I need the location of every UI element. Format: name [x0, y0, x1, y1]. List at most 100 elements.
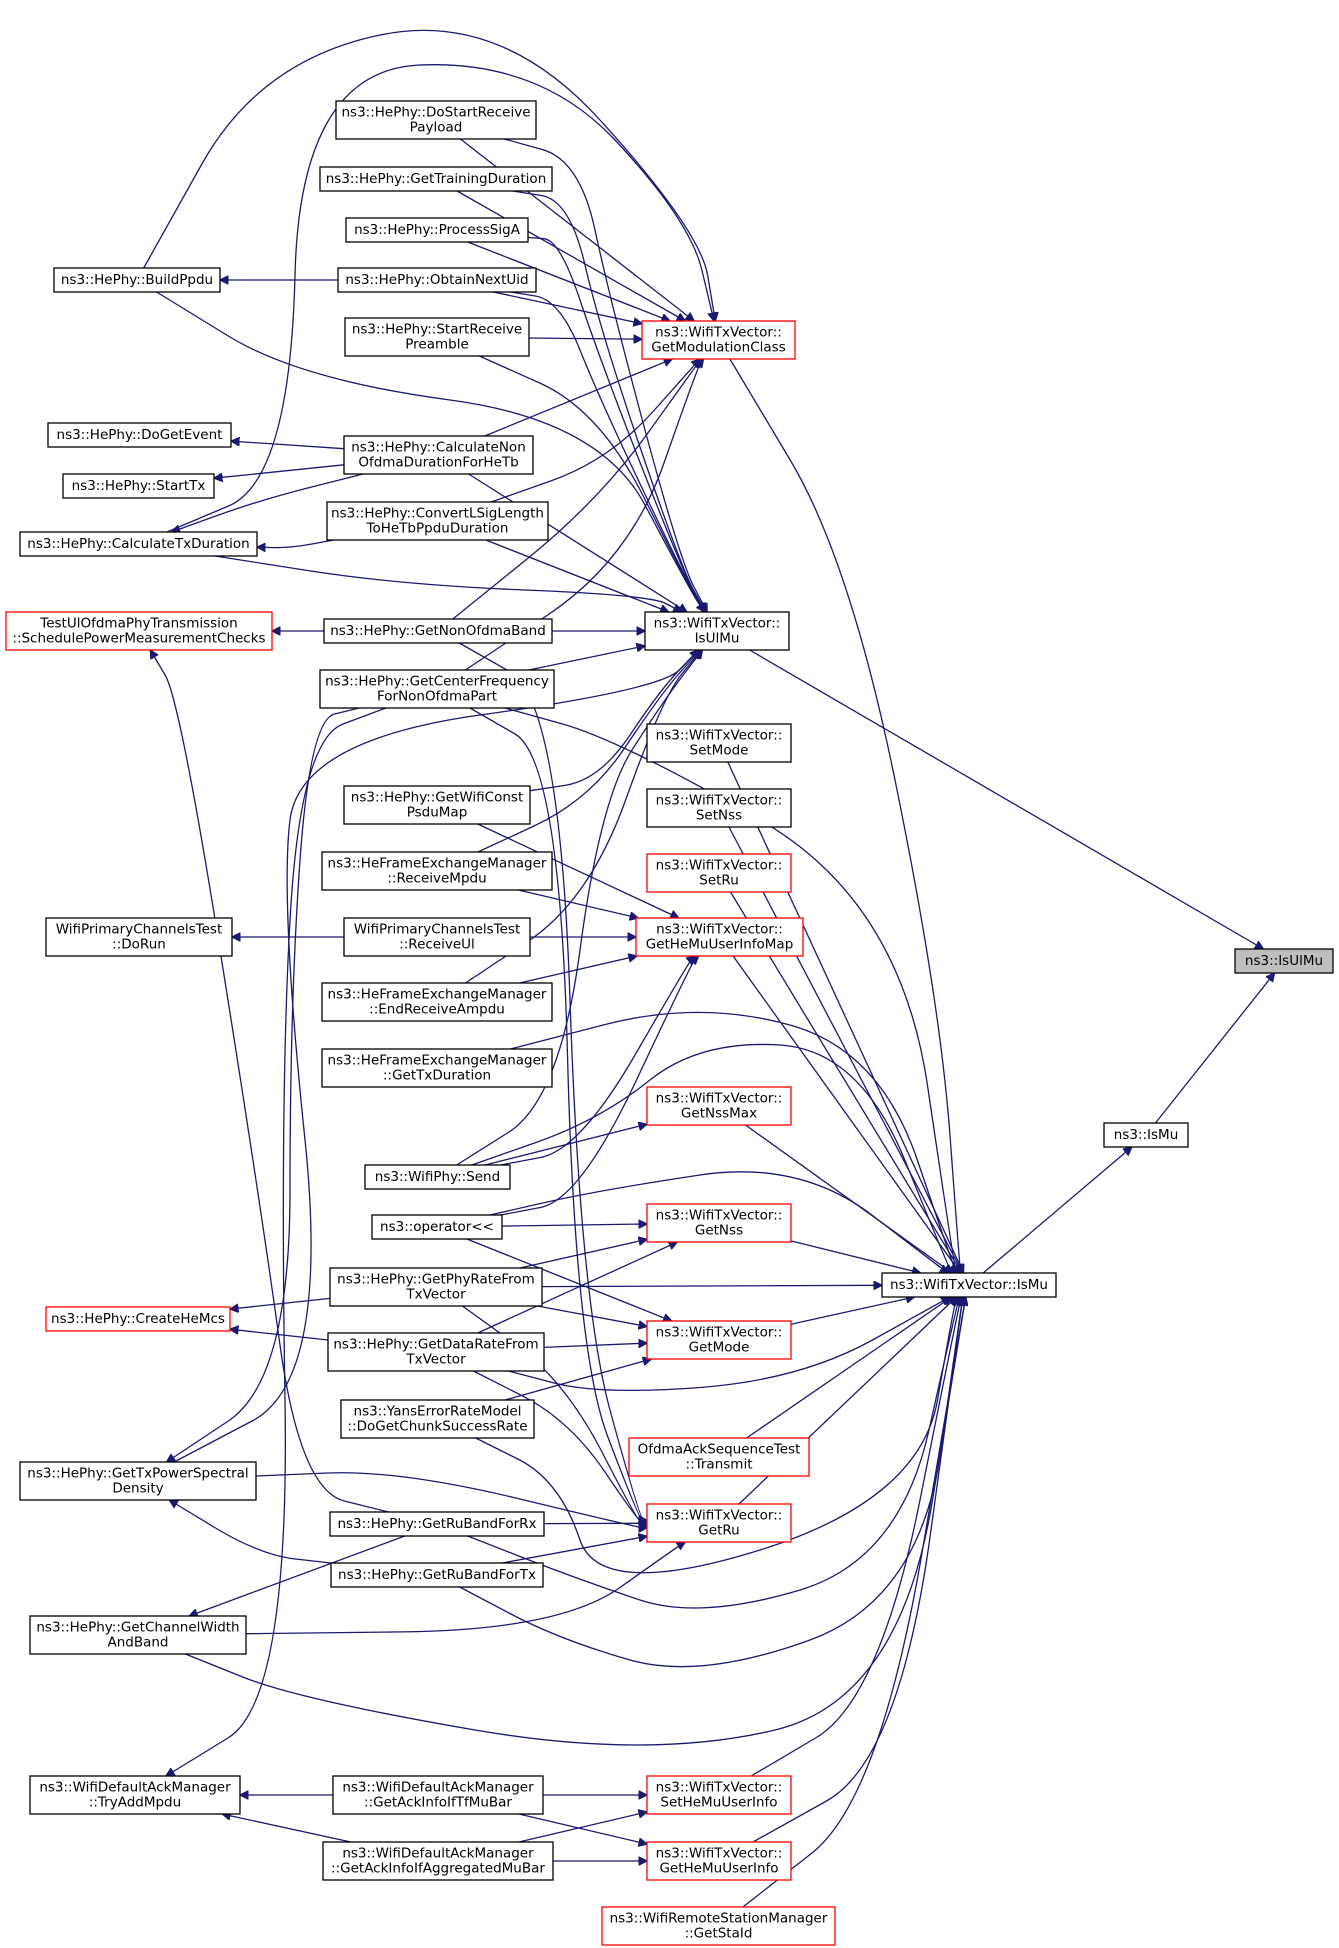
edge-wifiphy_send-to-wtv_ismu: [471, 1043, 953, 1273]
node-hefem-gettxduration[interactable]: ns3::HeFrameExchangeManager::GetTxDurati…: [321, 1048, 553, 1088]
node-wtv-getmode[interactable]: ns3::WifiTxVector::GetMode: [646, 1320, 792, 1360]
node-wrsm-getstaid[interactable]: ns3::WifiRemoteStationManager::GetStaId: [601, 1906, 836, 1946]
node-wdam-getackinfotfmubar[interactable]: ns3::WifiDefaultAckManager::GetAckInfoIf…: [332, 1775, 544, 1815]
node-label: ns3::WifiRemoteStationManager: [610, 1911, 828, 1927]
node-wtv-getnssmax[interactable]: ns3::WifiTxVector::GetNssMax: [646, 1086, 792, 1126]
edge-hephy_getchannelwidth-to-wtv_ismu: [185, 1297, 965, 1746]
node-yans-dogetchunk[interactable]: ns3::YansErrorRateModel::DoGetChunkSucce…: [340, 1399, 535, 1439]
node-wtv-setmode[interactable]: ns3::WifiTxVector::SetMode: [646, 723, 792, 763]
edge-hephy_getcenterfreq-to-wdam_tryaddmpdu: [166, 707, 387, 1776]
edge-wtv_sethemuuserinfo-to-wtv_ismu: [750, 1297, 962, 1777]
node-hephy-getcenterfreq[interactable]: ns3::HePhy::GetCenterFrequencyForNonOfdm…: [319, 669, 555, 709]
node-box: [644, 611, 790, 651]
node-label: ns3::WifiPhy::Send: [375, 1169, 500, 1185]
node-wtv-gethemuuserinfomap[interactable]: ns3::WifiTxVector::GetHeMuUserInfoMap: [635, 917, 804, 957]
node-hephy-calcnonofdma[interactable]: ns3::HePhy::CalculateNonOfdmaDurationFor…: [343, 435, 534, 475]
node-hephy-buildppdu[interactable]: ns3::HePhy::BuildPpdu: [53, 267, 221, 293]
node-label: ::GetAckInfoIfTfMuBar: [364, 1795, 512, 1811]
node-hephy-createhemcs[interactable]: ns3::HePhy::CreateHeMcs: [45, 1306, 231, 1332]
node-operator-ll[interactable]: ns3::operator<<: [371, 1214, 503, 1240]
node-label: GetMode: [689, 1340, 750, 1356]
node-box: [47, 422, 232, 448]
node-wtv-ismu[interactable]: ns3::WifiTxVector::IsMu: [881, 1272, 1057, 1298]
node-isulmu-free[interactable]: ns3::IsUlMu: [1234, 948, 1334, 974]
node-box: [19, 531, 258, 557]
node-hefem-receivempdu[interactable]: ns3::HeFrameExchangeManager::ReceiveMpdu: [321, 851, 553, 891]
edge-hephy_buildppdu-to-wtv_getmodclass: [143, 29, 716, 321]
node-label: ns3::HePhy::DoStartReceive: [341, 105, 530, 121]
node-label: GetNssMax: [681, 1106, 757, 1122]
node-wtv-setru[interactable]: ns3::WifiTxVector::SetRu: [646, 853, 792, 893]
node-label: SetNss: [696, 808, 742, 824]
edge-hephy_getdatarate-to-wtv_ismu: [508, 1297, 950, 1392]
node-box: [53, 267, 221, 293]
node-label: ns3::IsUlMu: [1245, 953, 1323, 969]
node-label: GetHeMuUserInfo: [659, 1861, 778, 1877]
edge-hephy_calcnonofdma-to-hephy_calctxduration: [172, 473, 364, 532]
node-wdam-getackinfoaggmubar[interactable]: ns3::WifiDefaultAckManager::GetAckInfoIf…: [322, 1841, 554, 1881]
node-hephy-convertlsig[interactable]: ns3::HePhy::ConvertLSigLengthToHeTbPpduD…: [326, 501, 549, 541]
node-hephy-getnonofdmaband[interactable]: ns3::HePhy::GetNonOfdmaBand: [323, 618, 553, 644]
node-box: [343, 917, 531, 957]
node-label: ns3::WifiTxVector::IsMu: [890, 1277, 1048, 1293]
node-hephy-gettraining[interactable]: ns3::HePhy::GetTrainingDuration: [319, 166, 553, 192]
edge-hephy_getcenterfreq-to-wtv_isulmu: [528, 646, 645, 671]
node-label: ns3::WifiTxVector::: [654, 616, 781, 632]
node-box: [646, 1503, 792, 1543]
node-label: ns3::WifiDefaultAckManager: [342, 1780, 534, 1796]
edge-hephy_getdatarate-to-wtv_getnss: [477, 1242, 678, 1334]
node-wtv-sethemuuserinfo[interactable]: ns3::WifiTxVector::SetHeMuUserInfo: [646, 1775, 792, 1815]
node-hephy-getrubandtx[interactable]: ns3::HePhy::GetRuBandForTx: [330, 1562, 544, 1588]
edge-wtv_isulmu-to-isulmu_free: [749, 649, 1264, 949]
node-wtv-getru[interactable]: ns3::WifiTxVector::GetRu: [646, 1503, 792, 1543]
edge-hephy_getcenterfreq-to-wtv_getmodclass: [465, 359, 703, 671]
node-wtv-gethemuuserinfo[interactable]: ns3::WifiTxVector::GetHeMuUserInfo: [646, 1841, 792, 1881]
node-box: [319, 166, 553, 192]
node-hephy-dogetevent[interactable]: ns3::HePhy::DoGetEvent: [47, 422, 232, 448]
node-hephy-starttx[interactable]: ns3::HePhy::StartTx: [62, 473, 215, 499]
node-box: [19, 1461, 257, 1501]
node-hephy-obtainnextuid[interactable]: ns3::HePhy::ObtainNextUid: [337, 267, 537, 293]
node-label: SetRu: [699, 873, 739, 889]
edge-hephy_getdatarate-to-wtv_getmode: [543, 1343, 647, 1349]
node-ofdma-transmit[interactable]: OfdmaAckSequenceTest::Transmit: [628, 1437, 810, 1477]
node-testul-schedule[interactable]: TestUlOfdmaPhyTransmission::SchedulePowe…: [5, 611, 273, 651]
node-box: [646, 1320, 792, 1360]
node-label: ns3::WifiTxVector::: [656, 858, 783, 874]
node-box: [628, 1437, 810, 1477]
node-wtv-getmodclass[interactable]: ns3::WifiTxVector::GetModulationClass: [641, 320, 796, 360]
node-wtv-isulmu[interactable]: ns3::WifiTxVector::IsUlMu: [644, 611, 790, 651]
edge-hephy_calcnonofdma-to-hephy_dogetevent: [231, 441, 345, 450]
node-wtv-getnss[interactable]: ns3::WifiTxVector::GetNss: [646, 1203, 792, 1243]
node-wdam-tryaddmpdu[interactable]: ns3::WifiDefaultAckManager::TryAddMpdu: [29, 1775, 241, 1815]
edge-hephy_convertlsig-to-hephy_calctxduration: [257, 539, 334, 548]
node-hephy-calctxduration[interactable]: ns3::HePhy::CalculateTxDuration: [19, 531, 258, 557]
edge-hephy_startreceivepreamble-to-wtv_getmodclass: [528, 338, 642, 339]
node-wifiphy-send[interactable]: ns3::WifiPhy::Send: [364, 1164, 511, 1190]
node-wpct-receiveul[interactable]: WifiPrimaryChannelsTest::ReceiveUl: [343, 917, 531, 957]
node-label: ns3::HePhy::BuildPpdu: [61, 272, 213, 288]
edge-hephy_obtainnextuid-to-wtv_getmodclass: [493, 291, 642, 324]
node-wpct-dorun[interactable]: WifiPrimaryChannelsTest::DoRun: [45, 917, 233, 957]
node-wtv-setnss[interactable]: ns3::WifiTxVector::SetNss: [646, 788, 792, 828]
edge-wdam_getackinfoaggmubar-to-wdam_tryaddmpdu: [222, 1814, 351, 1843]
node-hephy-getrubandrx[interactable]: ns3::HePhy::GetRuBandForRx: [329, 1511, 545, 1537]
edge-hefem_gettxduration-to-wtv_ismu: [510, 1011, 958, 1273]
node-ismu-free[interactable]: ns3::IsMu: [1103, 1122, 1189, 1148]
node-hefem-endreceiveampdu[interactable]: ns3::HeFrameExchangeManager::EndReceiveA…: [321, 982, 553, 1022]
edge-hephy_startreceivepreamble-to-wtv_isulmu: [479, 355, 705, 612]
node-label: ::Transmit: [686, 1457, 753, 1473]
edge-hephy_getwificonst-to-wtv_isulmu: [529, 650, 699, 792]
node-label: ::GetTxDuration: [383, 1068, 491, 1084]
node-label: OfdmaDurationForHeTb: [358, 455, 518, 471]
node-box: [344, 317, 530, 357]
edge-hefem_endreceiveampdu-to-wtv_gethemuuserinfomap: [519, 956, 637, 984]
node-hephy-processsiga[interactable]: ns3::HePhy::ProcessSigA: [345, 217, 529, 243]
